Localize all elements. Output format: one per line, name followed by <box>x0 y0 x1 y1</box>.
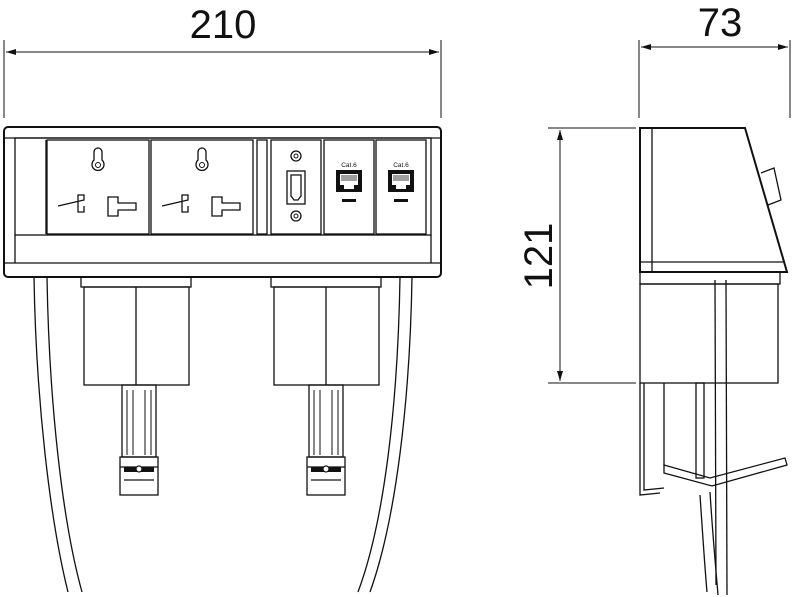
front-view: Cat.6 Cat.6 <box>3 126 442 593</box>
network-port-2-label: Cat.6 <box>393 162 409 169</box>
clamp-2 <box>270 276 382 496</box>
hdmi-port <box>270 139 322 235</box>
depth-dimension-label: 73 <box>698 1 743 45</box>
width-dimension: 210 <box>3 3 442 118</box>
width-dimension-label: 210 <box>190 3 257 47</box>
power-socket-2 <box>150 139 254 235</box>
height-dimension-label: 121 <box>517 223 561 290</box>
clamp-1 <box>80 276 192 496</box>
network-port-2: Cat.6 <box>375 139 427 235</box>
network-port-1-label: Cat.6 <box>341 162 357 169</box>
power-socket-1 <box>46 139 150 235</box>
network-port-1: Cat.6 <box>323 139 375 235</box>
side-view <box>639 127 789 596</box>
height-dimension: 121 <box>517 127 636 384</box>
depth-dimension: 73 <box>638 1 791 118</box>
